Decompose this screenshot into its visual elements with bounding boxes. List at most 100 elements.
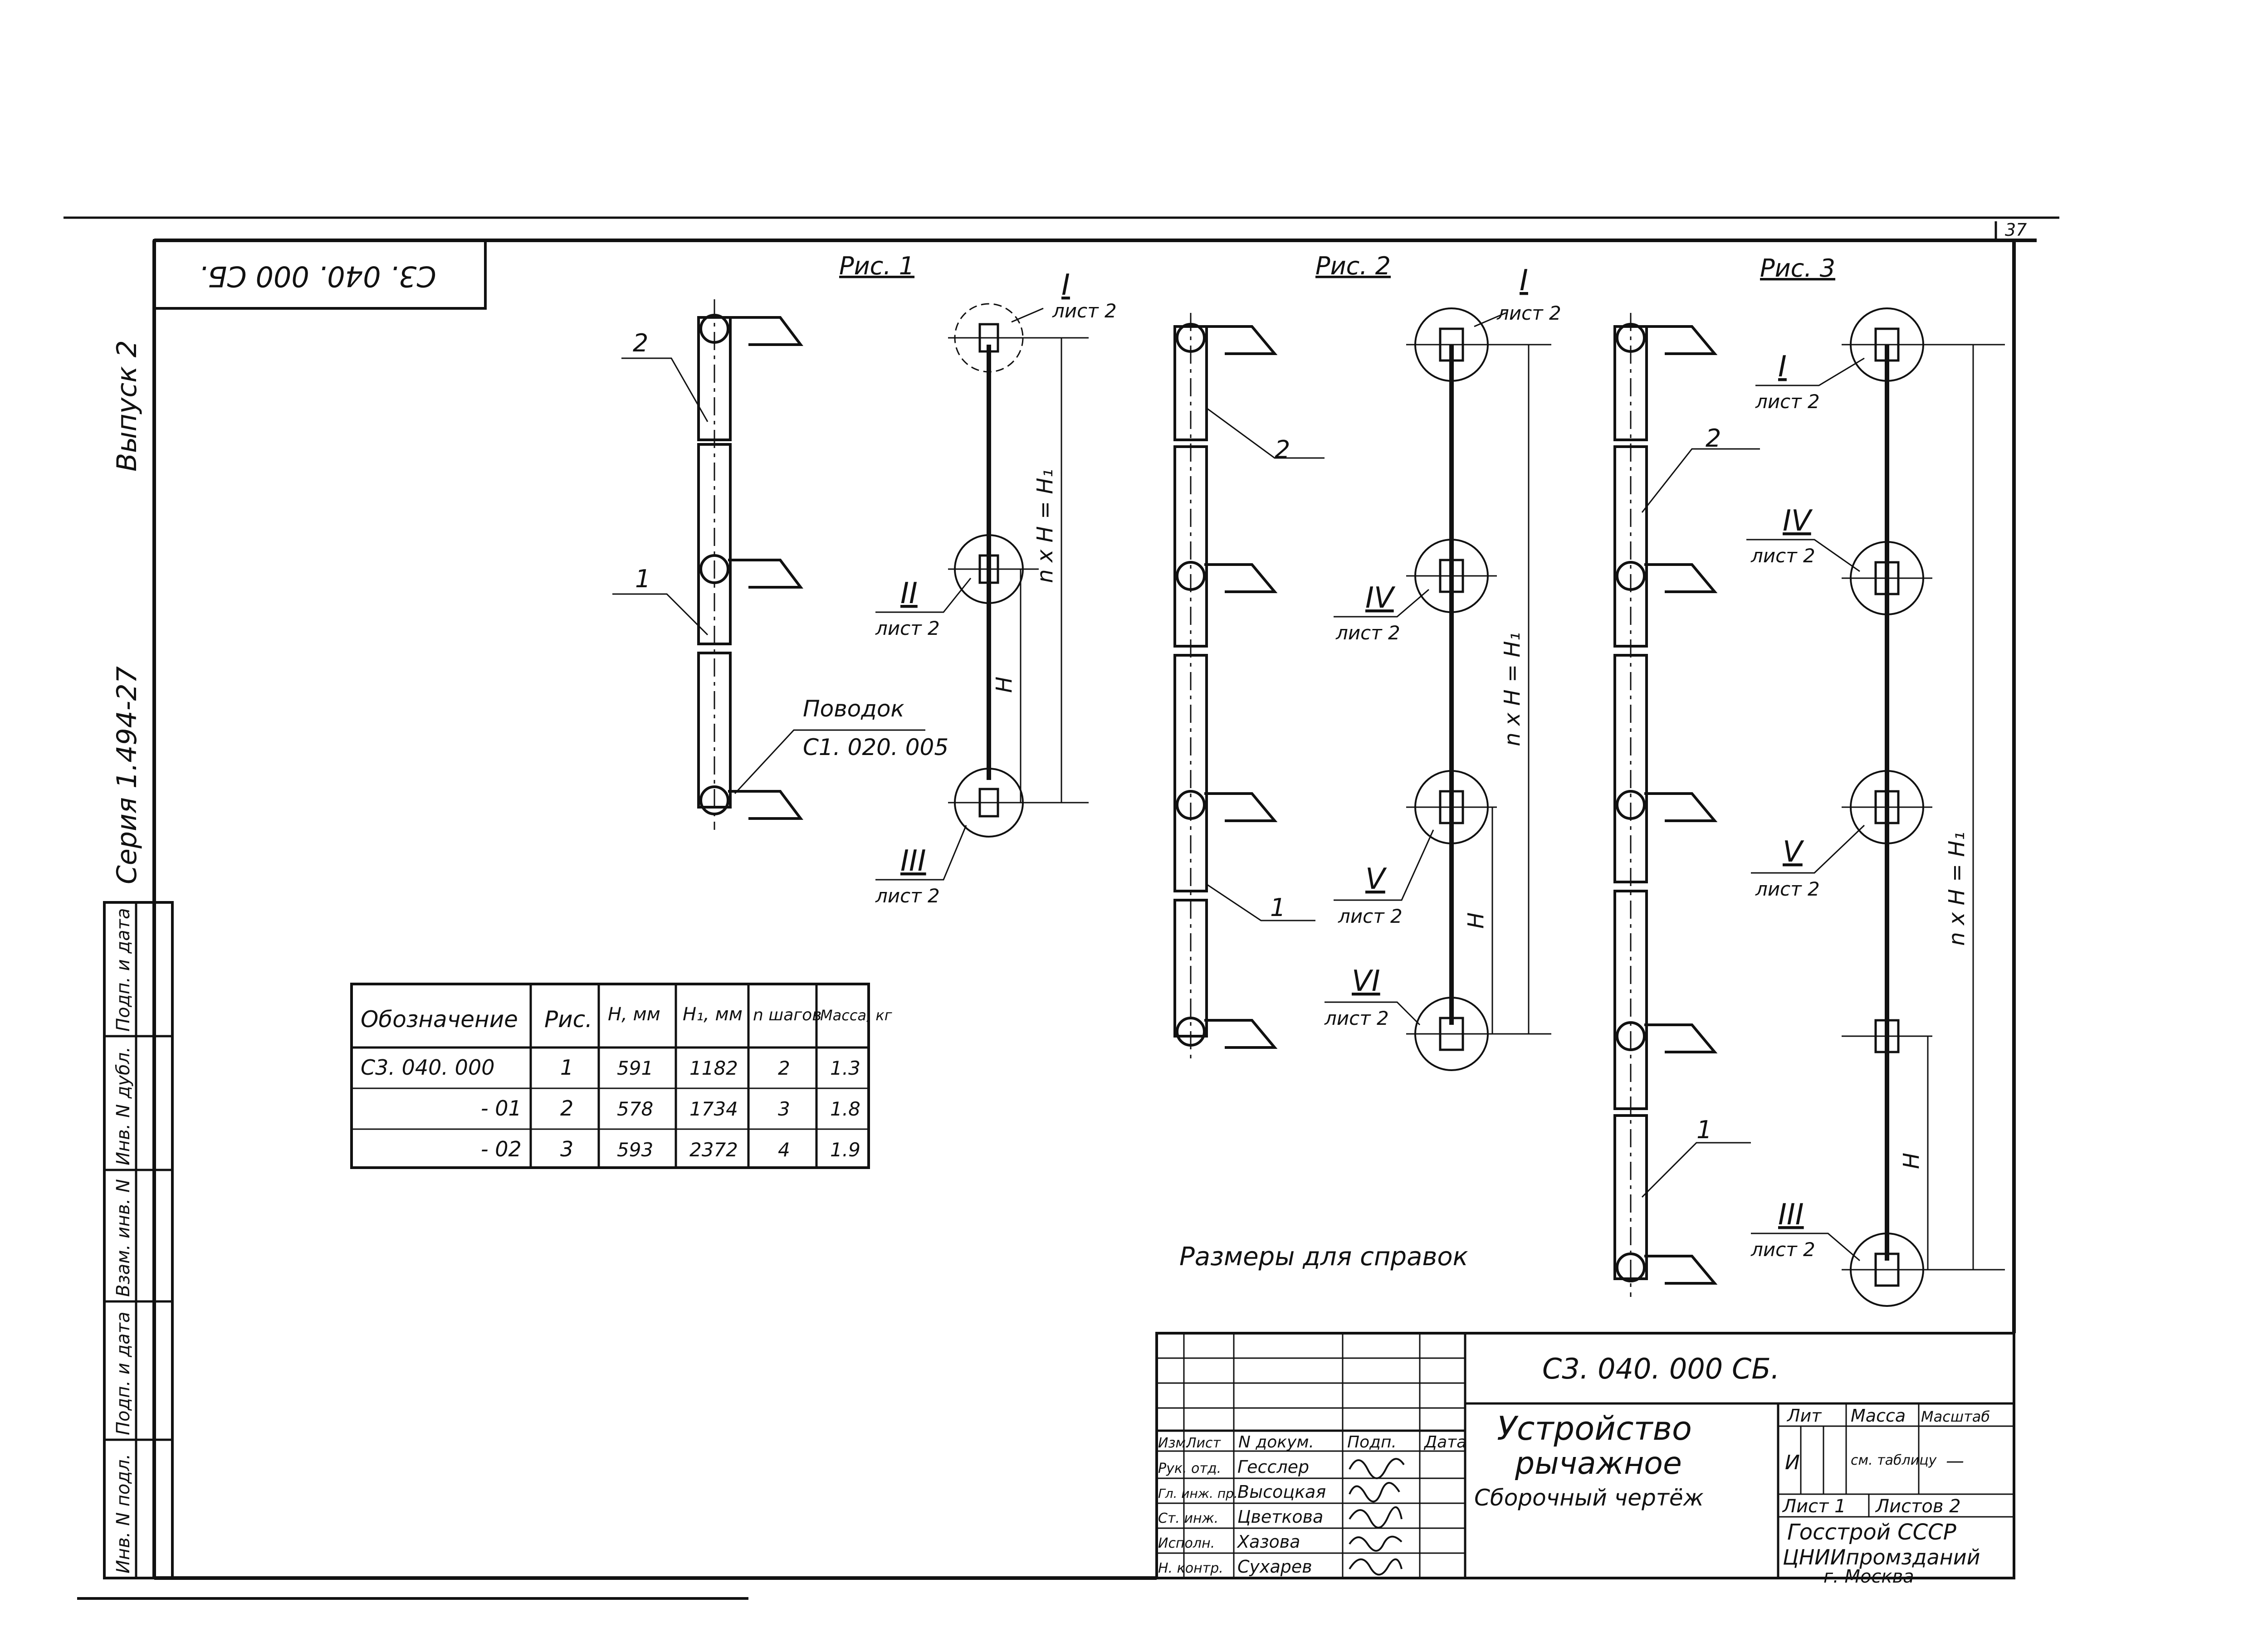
spec-header-ris: Рис. <box>544 1006 592 1033</box>
fig2-node-IV: IV <box>1365 581 1396 615</box>
tb-lit-header: Лит <box>1786 1406 1822 1426</box>
spec-cell-0-4: 2 <box>778 1057 790 1079</box>
fig1-node-III-sheet: лист 2 <box>875 885 940 907</box>
spec-cell-1-3: 1734 <box>689 1098 738 1120</box>
fig3-dim-nH: n x H = H₁ <box>1944 832 1970 946</box>
fig1-dim-H: H <box>992 677 1017 693</box>
code-stamp: С3. 040. 000 СБ. <box>199 260 436 293</box>
vypusk-label: Выпуск 2 <box>111 340 143 472</box>
spec-header-massa: Масса, кг <box>820 1007 892 1024</box>
tb-sheets-label: Листов 2 <box>1875 1496 1961 1517</box>
fig3-dim-H: H <box>1899 1153 1924 1169</box>
spec-cell-0-3: 1182 <box>689 1057 738 1079</box>
margin-label-podp-data-2: Подп. и дата <box>113 908 134 1032</box>
fig3-node-V-sheet: лист 2 <box>1755 878 1820 900</box>
title-block <box>1155 1332 2015 1579</box>
tb-name-0: Гесслер <box>1237 1457 1309 1477</box>
fig1-node-III: III <box>900 844 926 878</box>
fig2-lever-strip <box>1173 313 1278 1061</box>
fig3-node-V: V <box>1783 835 1804 869</box>
tb-col-data: Дата <box>1423 1433 1466 1452</box>
tb-org-2: ЦНИИпромзданий <box>1783 1545 1980 1569</box>
fig2-rod <box>1406 307 1497 1071</box>
fig2-node-I: I <box>1520 264 1528 297</box>
fig3-node-III: III <box>1778 1198 1804 1232</box>
spec-cell-1-4: 3 <box>778 1098 790 1120</box>
fig3-callout-2: 2 <box>1706 424 1721 453</box>
spec-cell-1-1: 2 <box>560 1096 573 1121</box>
margin-label-inv-dubl: Инв. N дубл. <box>113 1047 134 1165</box>
spec-cell-1-5: 1.8 <box>830 1098 860 1120</box>
fig3-lever-strip <box>1613 313 1718 1297</box>
spec-table: Обозначение Рис. H, мм H₁, мм n шагов Ма… <box>350 983 892 1169</box>
sheet-number: 37 <box>2005 220 2027 240</box>
fig2-dim-H: H <box>1463 912 1489 929</box>
tb-name-3: Хазова <box>1237 1532 1300 1552</box>
fig3-node-IV: IV <box>1783 504 1813 538</box>
fig3-title: Рис. 3 <box>1760 254 1835 283</box>
tb-col-list: Лист <box>1186 1435 1222 1451</box>
fig1-node-I: I <box>1061 268 1070 302</box>
tb-doc-type: Сборочный чертёж <box>1474 1485 1704 1511</box>
tb-role-4: Н. контр. <box>1158 1560 1223 1576</box>
tb-name-2: Цветкова <box>1237 1507 1323 1527</box>
tb-role-2: Ст. инж. <box>1158 1510 1218 1526</box>
margin-label-vzam-inv: Взам. инв. N <box>113 1179 134 1297</box>
tb-scale-header: Масштаб <box>1921 1408 1990 1425</box>
tb-mass-value: см. таблицу <box>1851 1452 1937 1468</box>
fig1-lever-strip <box>697 299 803 830</box>
spec-cell-0-2: 591 <box>617 1057 653 1079</box>
spec-header-H: H, мм <box>608 1004 660 1025</box>
fig2-callout-2: 2 <box>1275 435 1290 464</box>
tb-lit-value: И <box>1785 1451 1800 1474</box>
spec-cell-2-1: 3 <box>560 1137 573 1161</box>
spec-cell-1-0: - 01 <box>481 1096 522 1121</box>
tb-col-podp: Подп. <box>1347 1433 1397 1452</box>
fig3-node-IV-sheet: лист 2 <box>1750 545 1815 567</box>
fig2-node-V: V <box>1365 862 1387 896</box>
fig1-rod <box>948 303 1039 838</box>
spec-header-oboznachenie: Обозначение <box>361 1006 518 1033</box>
fig1-callout-2: 2 <box>633 329 648 357</box>
spec-cell-0-5: 1.3 <box>830 1057 860 1079</box>
spec-header-H1: H₁, мм <box>683 1004 743 1025</box>
figure-3: Рис. 3 2 1 <box>1613 254 2005 1307</box>
left-margin-fields <box>103 901 174 1579</box>
note-reference-dims: Размеры для справок <box>1179 1242 1468 1272</box>
fig2-dim-nH: n x H = H₁ <box>1500 632 1525 746</box>
tb-role-1: Гл. инж. пр. <box>1158 1486 1238 1501</box>
tb-org-1: Госстрой СССР <box>1787 1520 1956 1545</box>
fig1-povodok-label: Поводок <box>803 696 904 722</box>
fig3-callout-1: 1 <box>1696 1116 1712 1144</box>
code-stamp-box <box>153 239 487 310</box>
signature-scribbles <box>1349 1458 1405 1576</box>
fig2-title: Рис. 2 <box>1315 252 1391 280</box>
fig2-callout-1: 1 <box>1270 893 1286 922</box>
spec-cell-0-0: С3. 040. 000 <box>361 1055 494 1080</box>
tb-col-ndokum: N докум. <box>1238 1433 1314 1452</box>
margin-label-inv-podl: Инв. N подл. <box>113 1454 134 1574</box>
fig1-callout-1: 1 <box>635 565 650 593</box>
fig1-povodok-code: С1. 020. 005 <box>803 734 948 760</box>
spec-cell-0-1: 1 <box>560 1055 573 1080</box>
fig2-node-V-sheet: лист 2 <box>1338 905 1403 927</box>
fig1-node-II: II <box>900 577 918 610</box>
tb-sheet-label: Лист 1 <box>1782 1496 1846 1517</box>
tb-product-name-1: Устройство <box>1497 1409 1692 1447</box>
spec-header-n: n шагов <box>753 1006 821 1024</box>
fig2-node-I-sheet: лист 2 <box>1496 302 1561 324</box>
tb-scale-value: — <box>1946 1451 1964 1471</box>
figure-2: Рис. 2 2 1 <box>1173 252 1561 1071</box>
fig3-node-III-sheet: лист 2 <box>1750 1238 1815 1261</box>
tb-name-4: Сухарев <box>1237 1557 1312 1577</box>
fig2-node-VI: VI <box>1352 965 1380 998</box>
spec-cell-2-2: 593 <box>617 1139 653 1161</box>
tb-org-3: г. Москва <box>1823 1566 1914 1587</box>
fig1-node-II-sheet: лист 2 <box>875 617 940 639</box>
fig3-node-I-sheet: лист 2 <box>1755 390 1820 413</box>
fig2-node-VI-sheet: лист 2 <box>1324 1007 1389 1029</box>
tb-col-izm: Изм. <box>1158 1435 1190 1451</box>
spec-cell-2-3: 2372 <box>689 1139 738 1161</box>
tb-name-1: Высоцкая <box>1237 1482 1326 1502</box>
tb-mass-header: Масса <box>1851 1406 1906 1426</box>
